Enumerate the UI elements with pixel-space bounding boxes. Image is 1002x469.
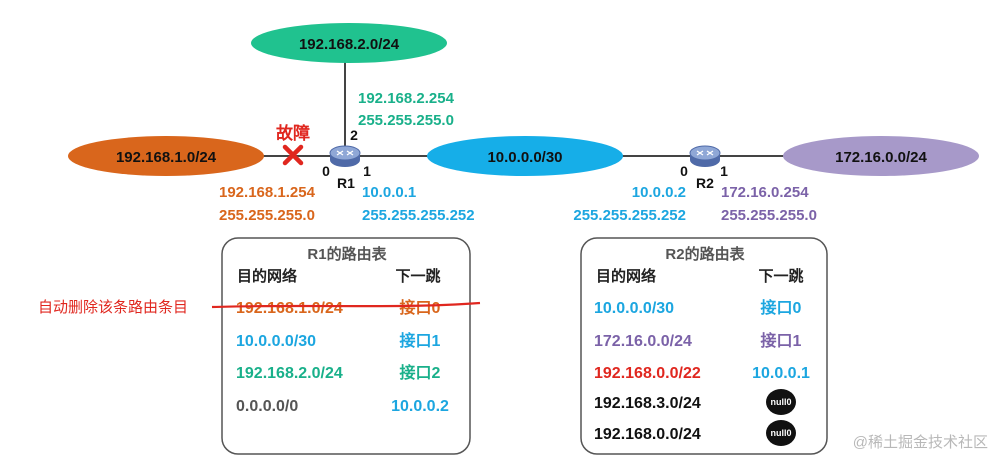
router-r1-label: R1 [337, 175, 355, 191]
router-r2-icon [689, 145, 721, 167]
r1-row0-next: 接口0 [400, 298, 441, 317]
watermark: @稀土掘金技术社区 [853, 434, 988, 451]
r1-col-next: 下一跳 [395, 267, 440, 285]
r2-table-frame [580, 237, 828, 455]
r2-row0-dest: 10.0.0.0/30 [594, 300, 674, 317]
deleted-route-annotation: 自动删除该条路由条目 [38, 299, 188, 316]
r1-routing-table: R1的路由表 目的网络 下一跳 192.168.1.0/24 接口0 10.0.… [221, 237, 471, 455]
router-r2-port1: 1 [720, 163, 728, 179]
network-192-168-1-label: 192.168.1.0/24 [116, 149, 217, 166]
network-192-168-2-label: 192.168.2.0/24 [299, 36, 400, 53]
r1-if1-ip: 10.0.0.1 [362, 184, 416, 201]
r2-row2-dest: 192.168.0.0/22 [594, 365, 701, 382]
r1-if2-ip: 192.168.2.254 [358, 90, 455, 107]
r1-row3-next: 10.0.0.2 [391, 398, 449, 415]
r2-if1-mask: 255.255.255.0 [721, 207, 817, 224]
links [262, 56, 790, 157]
router-r1-port1: 1 [363, 163, 371, 179]
r1-if1-mask: 255.255.255.252 [362, 207, 475, 224]
router-r1-port2: 2 [350, 127, 358, 143]
null0-badge: null0 [766, 389, 796, 415]
r1-table-frame [221, 237, 471, 455]
r1-row0-dest: 192.168.1.0/24 [236, 300, 343, 317]
fault-label: 故障 [276, 123, 310, 143]
network-10-ellipse [427, 136, 623, 176]
deleted-route-strike [211, 301, 481, 309]
r2-row4-dest: 192.168.0.0/24 [594, 426, 701, 443]
network-172-label: 172.16.0.0/24 [835, 149, 927, 166]
r2-if0-ip: 10.0.0.2 [632, 184, 686, 201]
r1-row1-next: 接口1 [400, 331, 441, 350]
r2-col-next: 下一跳 [758, 267, 803, 285]
r2-row3-dest: 192.168.3.0/24 [594, 395, 701, 412]
router-r1-port0: 0 [322, 163, 330, 179]
router-r2-label: R2 [696, 175, 714, 191]
r1-if0-ip: 192.168.1.254 [219, 184, 316, 201]
r2-row1-next: 接口1 [761, 331, 802, 350]
r1-row3-dest: 0.0.0.0/0 [236, 398, 298, 415]
null0-text: null0 [770, 428, 791, 438]
r1-row1-dest: 10.0.0.0/30 [236, 333, 316, 350]
r2-col-dest: 目的网络 [596, 267, 656, 285]
r2-if1-ip: 172.16.0.254 [721, 184, 809, 201]
network-192-168-2-ellipse [251, 23, 447, 63]
network-172-ellipse [783, 136, 979, 176]
router-r1-icon [329, 145, 361, 167]
null0-text: null0 [770, 397, 791, 407]
r2-table-title: R2的路由表 [665, 245, 745, 263]
null0-badge: null0 [766, 420, 796, 446]
r2-row2-next: 10.0.0.1 [752, 365, 810, 382]
r1-row2-next: 接口2 [400, 363, 441, 382]
r2-row0-next: 接口0 [761, 298, 802, 317]
r1-col-dest: 目的网络 [237, 267, 297, 285]
network-10-label: 10.0.0.0/30 [487, 149, 562, 166]
r2-routing-table: R2的路由表 目的网络 下一跳 10.0.0.0/30 接口0 172.16.0… [580, 237, 828, 455]
r1-row2-dest: 192.168.2.0/24 [236, 365, 343, 382]
r1-if2-mask: 255.255.255.0 [358, 112, 454, 129]
network-192-168-1-ellipse [68, 136, 264, 176]
r2-if0-mask: 255.255.255.252 [573, 207, 686, 224]
r2-row1-dest: 172.16.0.0/24 [594, 333, 692, 350]
r1-table-title: R1的路由表 [307, 245, 387, 263]
fault-x-icon [282, 144, 304, 166]
r1-if0-mask: 255.255.255.0 [219, 207, 315, 224]
router-r2-port0: 0 [680, 163, 688, 179]
